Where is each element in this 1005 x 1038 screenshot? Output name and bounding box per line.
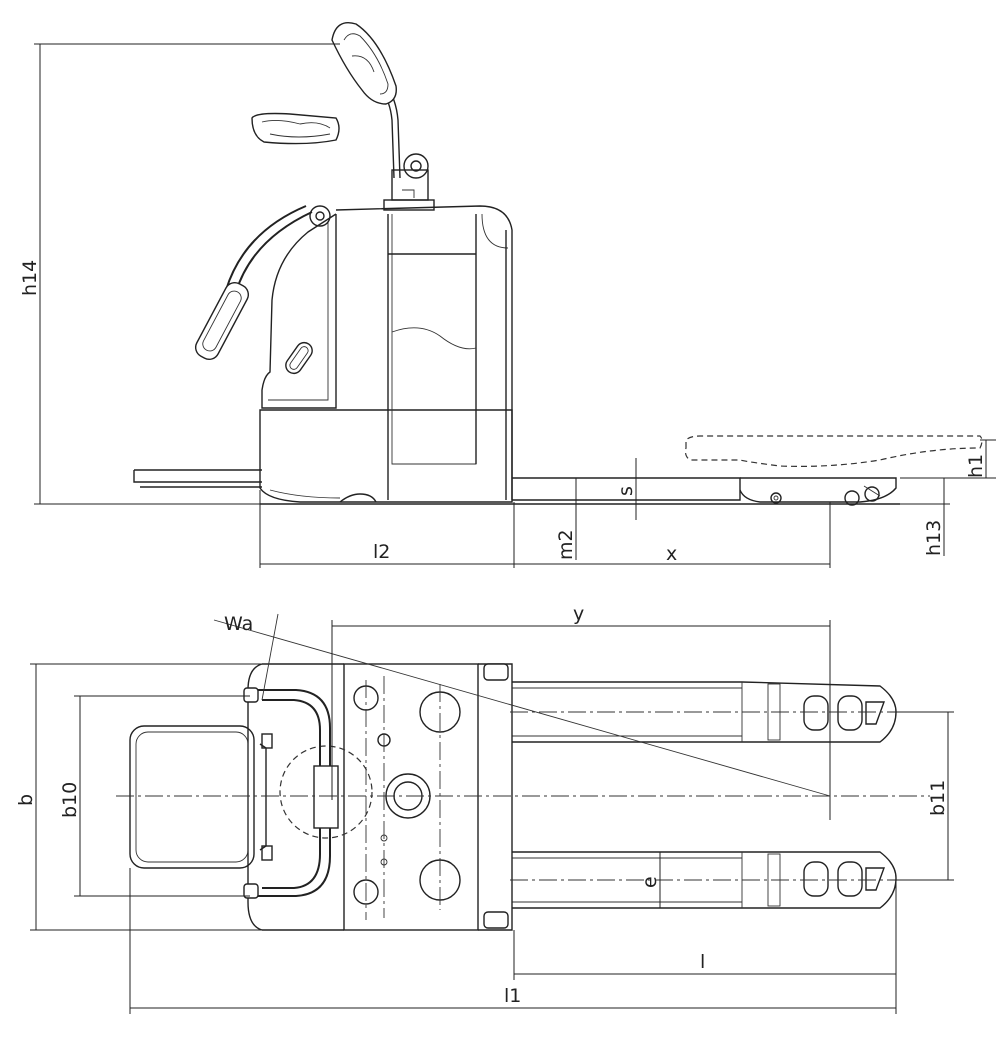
label-y: y <box>573 603 584 625</box>
grab-handle <box>225 205 313 293</box>
chassis-top <box>343 663 479 931</box>
fork-roller <box>770 492 782 504</box>
label-l1: l1 <box>504 985 521 1007</box>
label-l2: l2 <box>373 541 390 563</box>
guard-wheel <box>483 663 509 681</box>
front-fork <box>512 477 741 501</box>
handle-grip <box>194 281 250 361</box>
label-m2: m2 <box>555 529 577 560</box>
raised-fork-dashed <box>684 435 983 467</box>
label-b11: b11 <box>927 780 949 816</box>
turning-circle <box>279 745 373 839</box>
tiller-handle-up <box>331 22 397 105</box>
label-x: x <box>666 543 677 565</box>
side-view: h14 h1 h13 s m2 l2 x <box>19 22 996 568</box>
label-s: s <box>615 486 637 496</box>
label-h13: h13 <box>923 520 945 556</box>
fork-tip <box>739 477 897 503</box>
top-view: Wa y b b10 b11 e l l1 <box>15 603 954 1014</box>
wa-line <box>213 619 831 797</box>
tiller-yoke <box>256 689 331 897</box>
label-b10: b10 <box>59 782 81 818</box>
rear-platform <box>133 469 262 488</box>
label-Wa: Wa <box>224 613 253 635</box>
chassis-lower <box>259 409 513 503</box>
handle-pivot <box>309 205 331 227</box>
fork-arm-bottom <box>512 851 897 909</box>
tiller-pivot <box>313 765 339 829</box>
tiller-head <box>391 169 429 201</box>
body-outline <box>335 205 513 500</box>
rear-hood <box>261 213 337 409</box>
label-h14: h14 <box>19 260 41 296</box>
tiller-handle-alt <box>251 112 340 145</box>
hood-slot <box>285 341 313 375</box>
rear-wheel <box>339 493 377 503</box>
body-panel-curve <box>391 327 477 350</box>
label-b: b <box>15 794 37 806</box>
operator-platform <box>129 725 255 869</box>
label-l: l <box>700 951 705 973</box>
label-e: e <box>639 876 661 888</box>
label-h1: h1 <box>965 454 987 478</box>
load-wheel <box>844 490 860 506</box>
